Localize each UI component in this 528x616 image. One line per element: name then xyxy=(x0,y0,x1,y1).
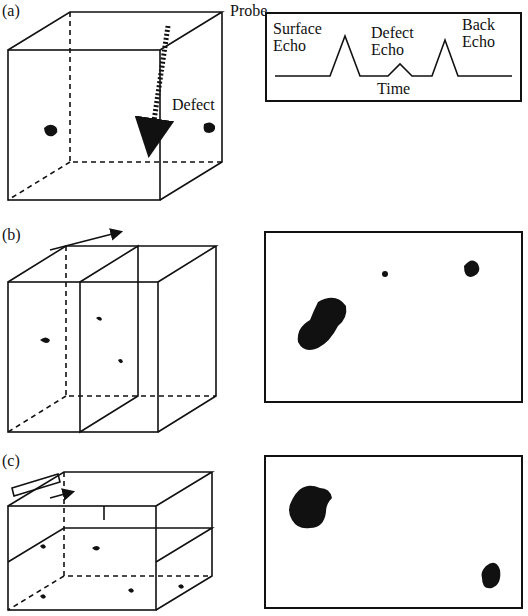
panel-letter: (c) xyxy=(2,452,20,469)
panel-letter: (a) xyxy=(2,2,20,19)
display-screen: Surface Echo Defect Echo Back EchoTime xyxy=(265,12,522,102)
signal-label: Back Echo xyxy=(462,16,512,50)
part-label: Probe xyxy=(230,2,267,19)
signal-label: Surface Echo xyxy=(273,20,331,54)
signal-label: Defect Echo xyxy=(371,24,421,58)
part-label: Defect xyxy=(172,96,215,113)
signal-label: Time xyxy=(377,80,410,97)
panel-letter: (b) xyxy=(2,226,21,243)
